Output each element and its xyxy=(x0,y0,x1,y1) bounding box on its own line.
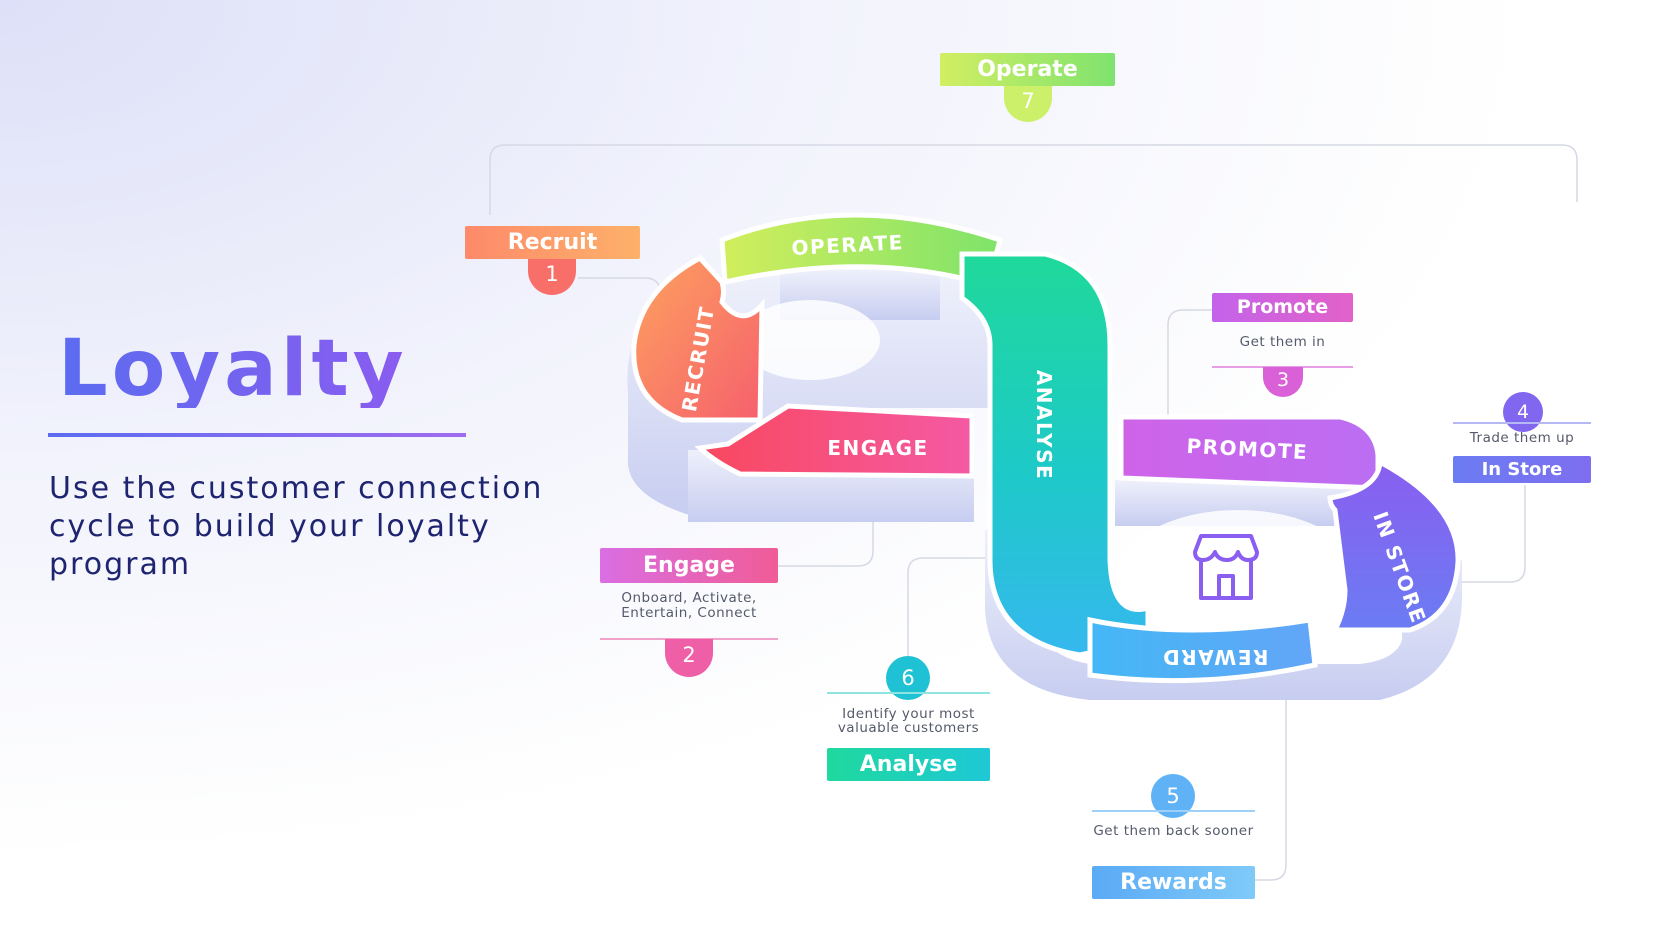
engage-description-line1: Onboard, Activate, xyxy=(621,590,757,606)
analyse-divider xyxy=(827,692,990,694)
promote-label: Promote xyxy=(1212,293,1353,322)
segment-label-operate: OPERATE xyxy=(791,230,905,260)
operate-label: Operate xyxy=(940,53,1115,86)
segment-label-analyse: ANALYSE xyxy=(1032,370,1056,480)
operate-bracket-line xyxy=(489,144,1578,215)
analyse-connector xyxy=(907,557,1033,692)
title-underline xyxy=(48,433,466,437)
recruit-label: Recruit xyxy=(465,226,640,259)
analyse-description-line1: Identify your most xyxy=(842,706,975,722)
connector-lines xyxy=(489,144,1578,881)
segment-engage xyxy=(694,403,975,479)
segment-label-reward: REWARD xyxy=(1162,645,1269,669)
in-store-description: Trade them up xyxy=(1469,430,1575,446)
in-store-connector xyxy=(1425,485,1526,583)
in-store-number-badge: 4 xyxy=(1503,392,1543,432)
segment-analyse xyxy=(959,251,1151,658)
analyse-label: Analyse xyxy=(827,748,990,781)
analyse-description-line2: valuable customers xyxy=(837,720,980,736)
segment-in-store xyxy=(1327,457,1461,633)
engage-label: Engage xyxy=(600,548,778,583)
in-store-label: In Store xyxy=(1453,456,1591,483)
store-icon xyxy=(1193,534,1259,600)
page-title: Loyalty xyxy=(58,324,408,414)
promote-description: Get them in xyxy=(1239,334,1326,350)
engage-connector xyxy=(778,465,874,567)
rewards-connector xyxy=(1255,658,1287,881)
rewards-divider xyxy=(1092,810,1255,812)
promote-connector xyxy=(1167,309,1212,445)
segment-label-engage: ENGAGE xyxy=(827,436,928,460)
rewards-label: Rewards xyxy=(1092,866,1255,899)
engage-number-badge: 2 xyxy=(665,639,713,677)
track-segments xyxy=(631,212,1461,684)
segment-recruit xyxy=(631,254,765,423)
page-subtitle: Use the customer connection cycle to bui… xyxy=(49,471,544,582)
engage-description-line2: Entertain, Connect xyxy=(621,605,757,621)
segment-reward xyxy=(1087,616,1318,684)
rewards-description: Get them back sooner xyxy=(1093,823,1254,839)
in-store-divider xyxy=(1453,422,1591,424)
